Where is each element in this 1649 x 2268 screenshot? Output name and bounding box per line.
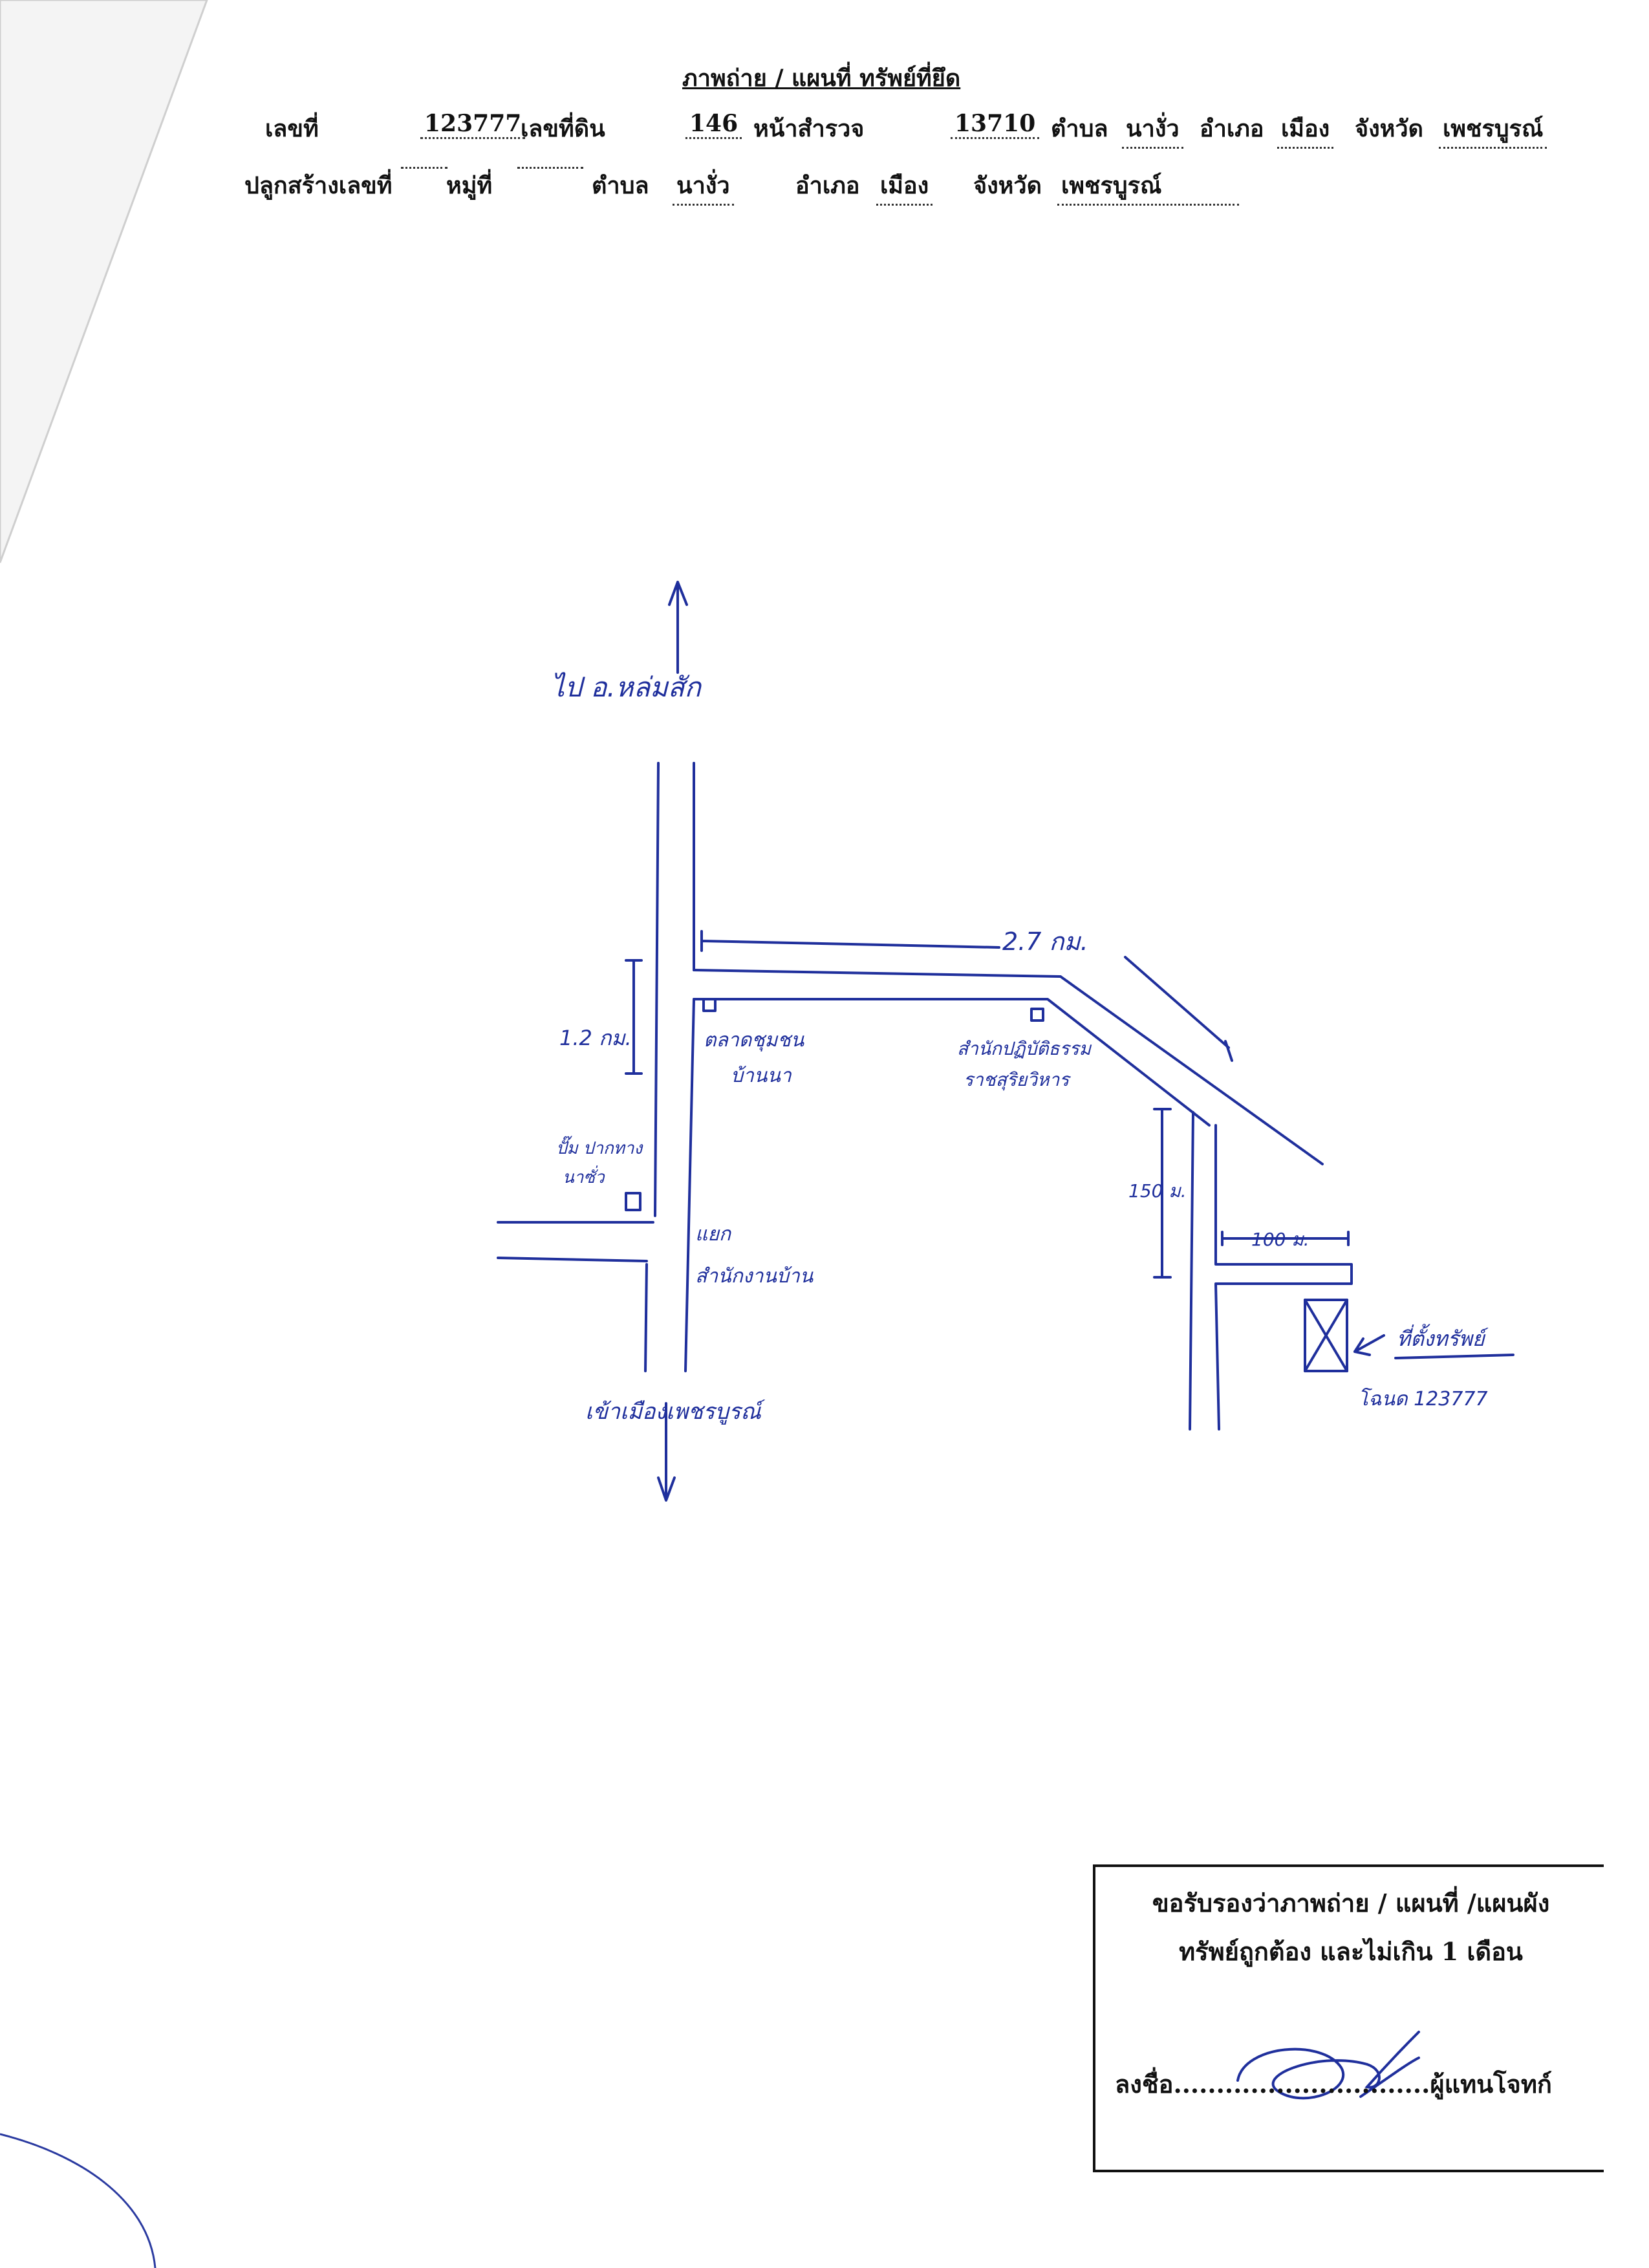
subdistrict-label: ตำบล (1051, 115, 1108, 142)
subdistrict-value-2: นางั่ว (673, 167, 734, 206)
market-marker (702, 998, 717, 1012)
to-north-label: ไป อ.หล่มสัก (551, 671, 701, 703)
signer-role: ผู้แทนโจทก์ (1430, 2069, 1552, 2099)
certification-box: ขอรับรองว่าภาพถ่าย / แผนที่ /แผนผัง ทรัพ… (1093, 1864, 1604, 2172)
land-number: 146 (685, 110, 742, 139)
to-south-label: เข้าเมืองเพชรบูรณ์ (585, 1399, 761, 1425)
junction-label-2: สำนักงานบ้าน (695, 1265, 814, 1288)
dim-diag (1124, 956, 1233, 1062)
main-road-east-edge (684, 762, 695, 1372)
signature-line: ลงชื่อ..............................ผู้แ… (1115, 2064, 1552, 2104)
dim-100m (1221, 1231, 1350, 1246)
moo-number (517, 167, 583, 169)
east-road-bottom (693, 998, 1211, 1127)
deed-label: เลขที่ (265, 115, 319, 142)
signature (1236, 2031, 1420, 2100)
branch-west (1189, 1111, 1194, 1431)
main-road-west-edge (644, 762, 660, 1372)
office-label-1: สำนักปฏิบัติธรรม (957, 1038, 1092, 1059)
subdistrict-value: นางั่ว (1122, 110, 1183, 149)
distance-100m: 100 ม. (1251, 1229, 1310, 1250)
district-value-2: เมือง (876, 167, 933, 206)
office-marker (1030, 1008, 1044, 1022)
sign-label: ลงชื่อ (1115, 2069, 1174, 2099)
shop-marker (625, 1192, 641, 1211)
certification-line-1: ขอรับรองว่าภาพถ่าย / แผนที่ /แผนผัง (1152, 1888, 1550, 1917)
north-arrow (668, 581, 688, 674)
district-label: อำเภอ (1200, 115, 1264, 142)
header-row-1: เลขที่ 123777 เลขที่ดิน 146 หน้าสำรวจ 13… (0, 110, 1649, 149)
land-no-label: เลขที่ดิน (521, 115, 605, 142)
province-value: เพชรบูรณ์ (1439, 110, 1547, 149)
header-row-2: ปลูกสร้างเลขที่ หมู่ที่ ตำบล นางั่ว อำเภ… (0, 167, 1649, 206)
building-label: ปลูกสร้างเลขที่ (244, 172, 393, 199)
sign-dots: .............................. (1173, 2069, 1430, 2099)
distance-2-7km: 2.7 กม. (1002, 927, 1088, 956)
property-box (1304, 1299, 1348, 1372)
market-label-2: บ้านนา (731, 1064, 792, 1087)
survey-number: 13710 (951, 110, 1040, 139)
certification-line-2: ทรัพย์ถูกต้อง และไม่เกิน 1 เดือน (1179, 1937, 1523, 1966)
office-label-2: ราชสุริยวิหาร (964, 1069, 1070, 1090)
province-label: จังหวัด (1355, 115, 1423, 142)
province-label-2: จังหวัด (973, 172, 1042, 199)
moo-label: หมู่ที่ (446, 172, 493, 199)
building-number (401, 167, 447, 169)
deed-number: 123777 (420, 110, 526, 139)
south-arrow (657, 1402, 676, 1502)
deed-reference: โฉนด 123777 (1358, 1388, 1488, 1410)
shop-label-2: นาซั่ว (563, 1168, 605, 1187)
dim-150m (1153, 1108, 1172, 1279)
subdistrict-label-2: ตำบล (592, 172, 649, 199)
district-value: เมือง (1277, 110, 1334, 149)
survey-label: หน้าสำรวจ (753, 115, 865, 142)
distance-1-2km: 1.2 กม. (559, 1026, 632, 1050)
east-road-top (693, 969, 1324, 1165)
market-label-1: ตลาดชุมชน (704, 1029, 804, 1052)
distance-150m: 150 ม. (1128, 1180, 1187, 1202)
district-label-2: อำเภอ (795, 172, 860, 199)
dim-2-7km (700, 930, 1000, 952)
dim-1-2km (625, 959, 643, 1075)
shop-label-1: ปั๊ม ปากทาง (556, 1139, 643, 1158)
province-value-2: เพชรบูรณ์ (1057, 167, 1240, 206)
property-label: ที่ตั้งทรัพย์ (1397, 1326, 1485, 1351)
branch-east (1214, 1124, 1353, 1431)
page-title: ภาพถ่าย / แผนที่ ทรัพย์ที่ยึด (682, 65, 961, 92)
property-arrow (1353, 1334, 1385, 1356)
west-road (497, 1221, 654, 1262)
junction-label-1: แยก (695, 1223, 731, 1246)
